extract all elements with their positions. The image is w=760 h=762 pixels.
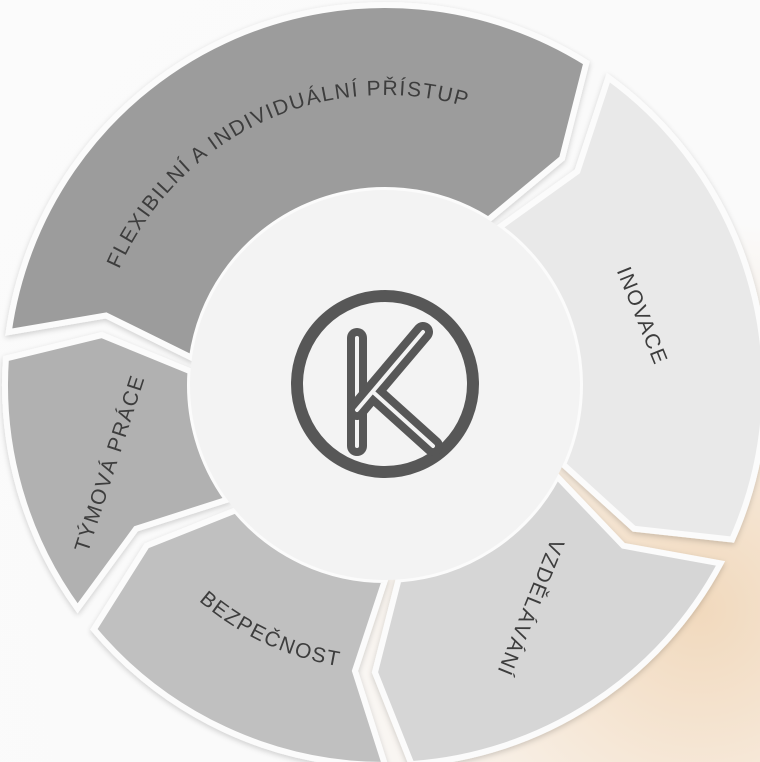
k-monogram-logo-icon [291,290,479,478]
